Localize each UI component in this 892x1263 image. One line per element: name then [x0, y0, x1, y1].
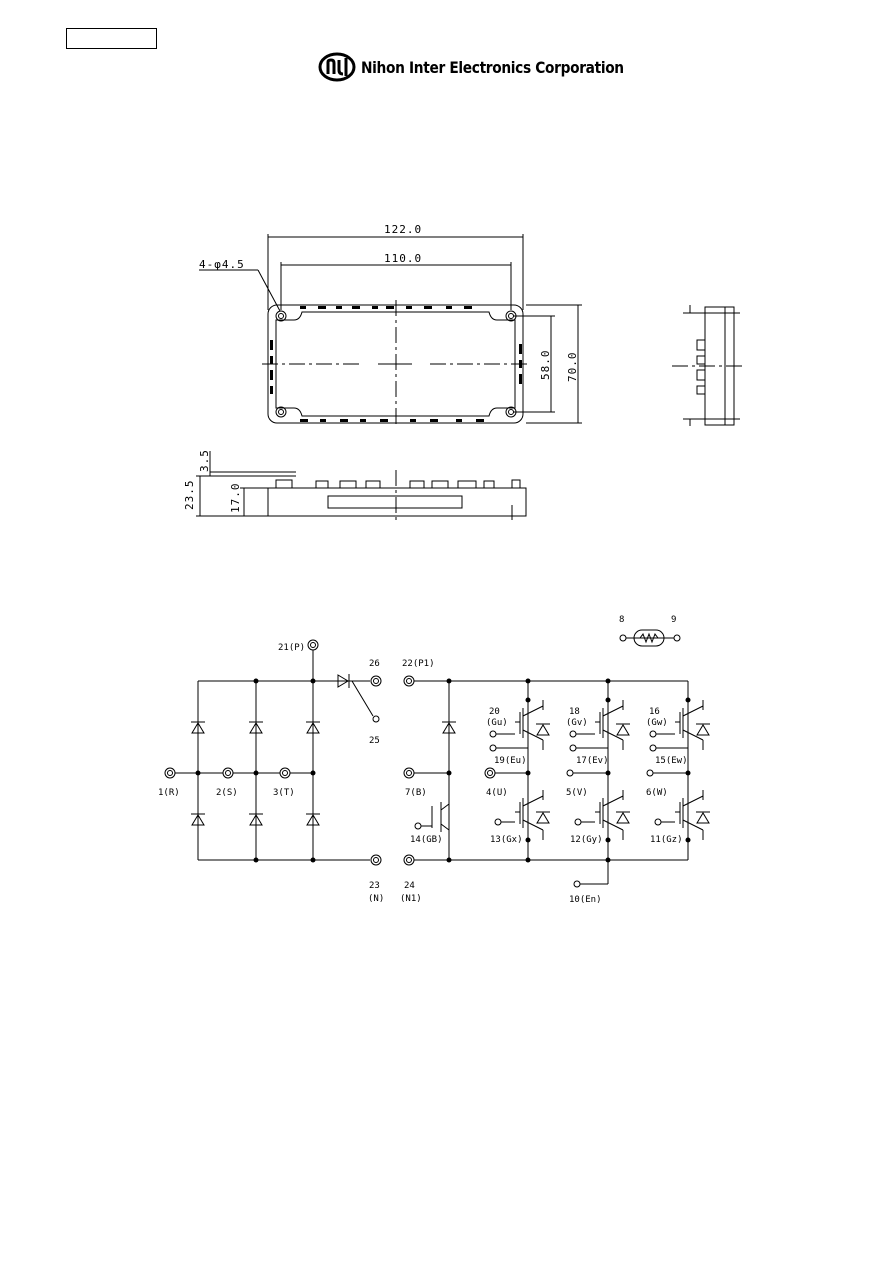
brand-header: Nihon Inter Electronics Corporation: [317, 52, 667, 82]
label-ev: 17(Ev): [576, 756, 609, 766]
top-view: [199, 234, 582, 428]
label-n: (N): [368, 894, 384, 904]
label-gw: (Gw): [646, 718, 668, 728]
dim-overall-width: 70.0: [566, 352, 579, 383]
label-gz: 11(Gz): [650, 835, 683, 845]
label-eu: 19(Eu): [494, 756, 527, 766]
label-s: 2(S): [216, 788, 238, 798]
dim-pin-height: 3.5: [198, 449, 211, 472]
dim-total-height: 23.5: [183, 480, 196, 511]
circuit-diode-marks: [191, 674, 710, 826]
label-18: 18: [569, 707, 580, 717]
dim-hole-pitch-width: 58.0: [539, 350, 552, 381]
label-gx: 13(Gx): [490, 835, 523, 845]
label-v: 5(V): [566, 788, 588, 798]
label-23: 23: [369, 881, 380, 891]
front-view: [196, 451, 527, 524]
circuit-output-taps: [495, 769, 688, 777]
label-n1: (N1): [400, 894, 422, 904]
label-gv: (Gv): [566, 718, 588, 728]
label-w: 6(W): [646, 788, 668, 798]
label-u: 4(U): [486, 788, 508, 798]
label-20: 20: [489, 707, 500, 717]
circuit-junctions: [195, 678, 691, 863]
label-gy: 12(Gy): [570, 835, 603, 845]
company-name: Nihon Inter Electronics Corporation: [361, 57, 624, 77]
label-25: 25: [369, 736, 380, 746]
dim-body-height: 17.0: [229, 483, 242, 514]
label-26: 26: [369, 659, 380, 669]
label-thermistor-9: 9: [671, 615, 676, 625]
label-p1: 22(P1): [402, 659, 435, 669]
label-24: 24: [404, 881, 415, 891]
label-en: 10(En): [569, 895, 602, 905]
part-number-box: [66, 28, 157, 49]
label-ew: 15(Ew): [655, 756, 688, 766]
side-view-end: [672, 305, 744, 426]
label-b: 7(B): [405, 788, 427, 798]
label-r: 1(R): [158, 788, 180, 798]
company-logo-icon: [318, 52, 356, 82]
label-gb: 14(GB): [410, 835, 443, 845]
top-view-pins: [270, 306, 522, 422]
circuit-terminals: [164, 634, 681, 888]
dim-hole-pitch-length: 110.0: [384, 252, 422, 265]
label-gu: (Gu): [486, 718, 508, 728]
label-p: 21(P): [278, 643, 305, 653]
dim-mount-holes: 4-φ4.5: [199, 258, 245, 271]
dim-overall-length: 122.0: [384, 223, 422, 236]
circuit-igbt-marks: [420, 700, 704, 840]
label-16: 16: [649, 707, 660, 717]
label-t: 3(T): [273, 788, 295, 798]
label-thermistor-8: 8: [619, 615, 624, 625]
